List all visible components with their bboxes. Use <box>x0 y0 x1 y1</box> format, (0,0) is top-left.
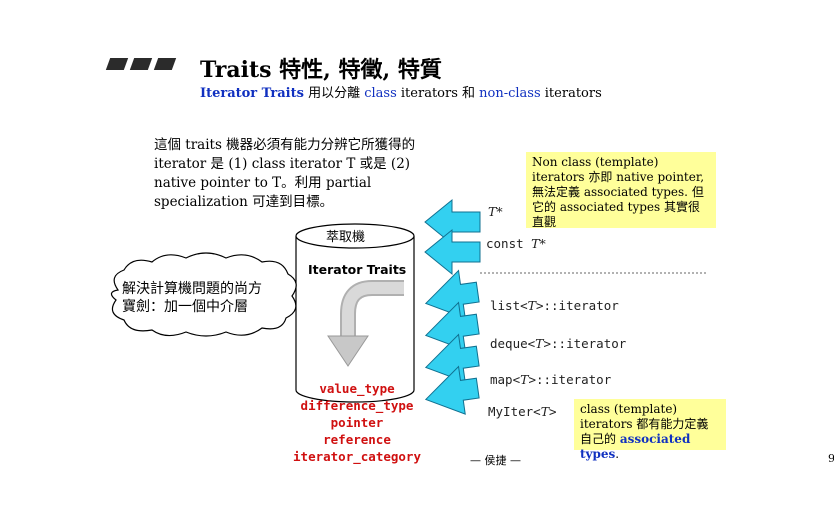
cloud-line-1: 解決計算機問題的尚方 <box>122 281 262 297</box>
cloud-line-2: 寶劍：加一個中介層 <box>122 299 248 315</box>
subtitle-iterator-traits: Iterator Traits <box>200 86 304 101</box>
page-subtitle: Iterator Traits 用以分離 class iterators 和 n… <box>200 82 602 101</box>
type-label: map<T>::iterator <box>490 372 612 387</box>
type-label: MyIter<T> <box>488 404 557 419</box>
explanation-paragraph: 這個 traits 機器必須有能力分辨它所獲得的 iterator 是 (1) … <box>154 137 416 210</box>
arrow-2 <box>424 228 481 276</box>
subtitle-class: class <box>364 86 397 101</box>
subtitle-text-3: iterators <box>540 86 602 101</box>
curved-gray-arrow <box>327 280 404 367</box>
subtitle-text-2: iterators 和 <box>396 86 480 101</box>
subtitle-text-1: 用以分離 <box>303 86 365 101</box>
type-label: T* <box>488 204 503 219</box>
note-non-class-iterators: Non class (template) iterators 亦即 native… <box>526 152 716 229</box>
associated-type: pointer <box>330 415 384 430</box>
arrow-6 <box>424 365 480 415</box>
associated-type: iterator_category <box>293 449 421 464</box>
page-title: Traits 特性, 特徵, 特質 <box>200 57 442 83</box>
footer-author: — 侯捷 — <box>470 454 521 467</box>
associated-types-list: value_type difference_type pointer refer… <box>282 380 432 465</box>
cylinder-top-label: 萃取機 <box>326 230 366 245</box>
subtitle-non-class: non-class <box>479 86 541 101</box>
cloud-shape <box>110 252 297 337</box>
cylinder-label: Iterator Traits <box>308 262 407 277</box>
type-label: deque<T>::iterator <box>490 336 627 351</box>
associated-type: value_type <box>319 381 395 396</box>
associated-type: difference_type <box>300 398 414 413</box>
page-number: 9 <box>828 452 834 465</box>
cyan-arrows <box>424 198 481 415</box>
type-label: list<T>::iterator <box>490 298 619 313</box>
type-label: const T* <box>486 236 546 251</box>
associated-type: reference <box>323 432 391 447</box>
note-class-iterators: class (template) iterators 都有能力定義自己的 ass… <box>574 399 726 461</box>
